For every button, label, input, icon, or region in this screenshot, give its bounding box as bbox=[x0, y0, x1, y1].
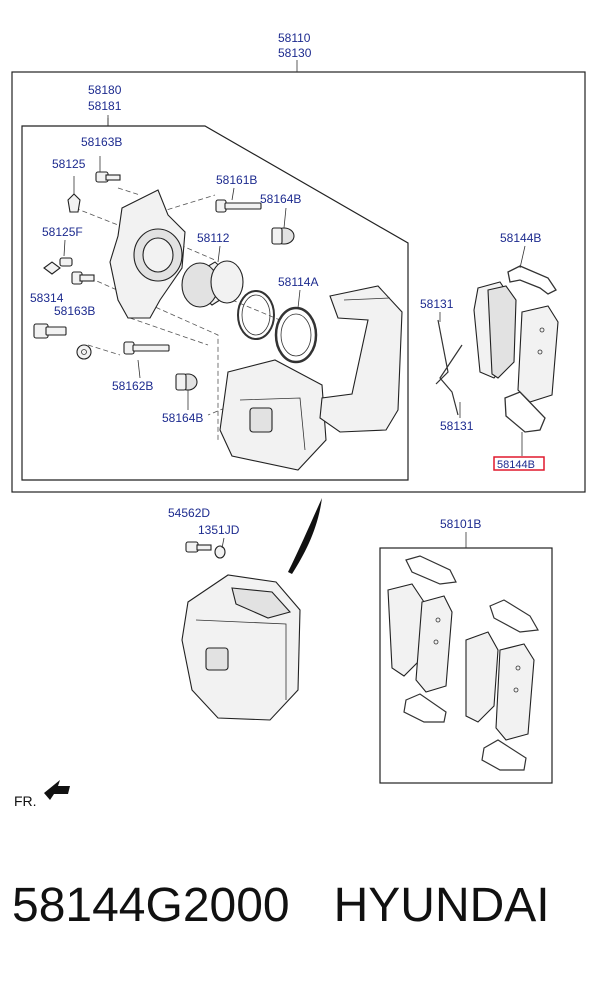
bleeder-screw bbox=[67, 176, 81, 213]
guide-bolt-lower bbox=[71, 271, 95, 285]
caliper-assembly-box bbox=[11, 71, 586, 493]
callout-1351jd: 1351JD bbox=[198, 523, 240, 537]
callout-58163b-top: 58163B bbox=[81, 135, 122, 149]
callout-58164b-bottom: 58164B bbox=[162, 411, 203, 425]
front-direction-marker: FR. bbox=[14, 780, 70, 809]
piston bbox=[181, 260, 244, 308]
pin-boot-upper bbox=[271, 227, 295, 245]
callout-58180: 58180 bbox=[88, 83, 122, 97]
bleeder-cap bbox=[59, 257, 73, 267]
mounting-bolt-left bbox=[33, 323, 67, 339]
pad-kit-contents bbox=[387, 555, 539, 771]
part-number: 58144G2000 bbox=[12, 879, 290, 932]
anti-rattle-clip-bottom bbox=[504, 391, 546, 433]
caliper-body bbox=[219, 359, 327, 471]
callout-58130: 58130 bbox=[278, 46, 312, 60]
guide-pin-lower bbox=[123, 341, 170, 355]
callout-58131-top: 58131 bbox=[420, 297, 454, 311]
front-arrow-icon bbox=[44, 780, 70, 800]
pin-boot-lower bbox=[175, 373, 198, 391]
assembled-caliper bbox=[181, 541, 301, 721]
callout-58125: 58125 bbox=[52, 157, 86, 171]
guide-pin-upper bbox=[215, 199, 262, 213]
callout-58161b: 58161B bbox=[216, 173, 257, 187]
callout-58101b: 58101B bbox=[440, 517, 481, 531]
washer-58314 bbox=[43, 261, 61, 275]
callout-58314: 58314 bbox=[30, 291, 64, 305]
callout-58144b-top: 58144B bbox=[500, 231, 541, 245]
callout-54562d: 54562D bbox=[168, 506, 210, 520]
anti-rattle-clip-top bbox=[507, 265, 557, 295]
callout-58114a: 58114A bbox=[278, 275, 318, 289]
callout-58162b: 58162B bbox=[112, 379, 153, 393]
highlight-box bbox=[493, 456, 545, 471]
piston-seal bbox=[237, 290, 275, 340]
guide-bolt-top bbox=[95, 156, 121, 183]
callout-58131-bottom: 58131 bbox=[440, 419, 474, 433]
front-label: FR. bbox=[14, 793, 37, 809]
caption: 58144G2000 HYUNDAI bbox=[12, 878, 592, 948]
callout-58144b-highlighted[interactable]: 58144B bbox=[497, 459, 535, 471]
location-swoosh bbox=[288, 498, 322, 574]
washer-left bbox=[76, 344, 92, 360]
callout-58112: 58112 bbox=[197, 231, 230, 245]
callout-58181: 58181 bbox=[88, 99, 122, 113]
callout-58164b-top: 58164B bbox=[260, 192, 301, 206]
caliper-bracket bbox=[319, 285, 403, 433]
callout-58125f: 58125F bbox=[42, 225, 83, 239]
caliper-housing-box bbox=[21, 125, 409, 481]
callout-58110: 58110 bbox=[278, 31, 311, 45]
pad-set-upper bbox=[473, 281, 559, 403]
pad-wear-wire bbox=[435, 319, 463, 416]
callout-58163b-bottom: 58163B bbox=[54, 304, 95, 318]
brand-name: HYUNDAI bbox=[333, 879, 550, 932]
dust-boot bbox=[274, 306, 318, 364]
